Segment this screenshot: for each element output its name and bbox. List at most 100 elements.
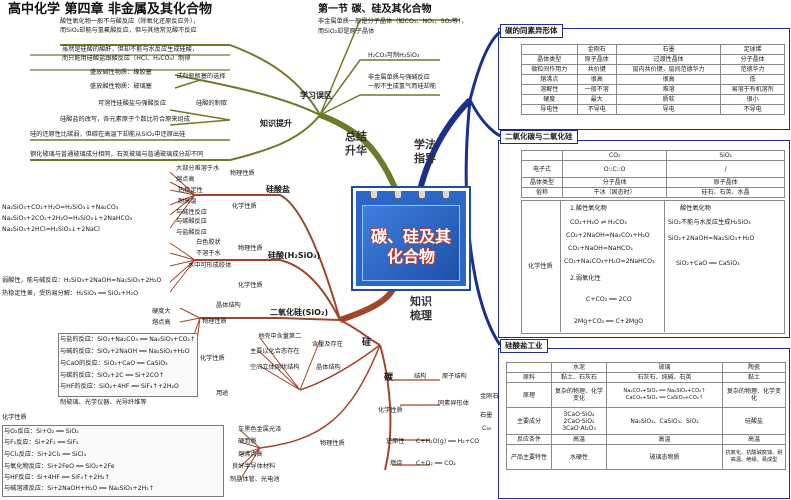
branch-xuefa: 学法指导: [414, 138, 436, 165]
wuqu-note-9: 一般不生成氢气而硅却能: [368, 83, 437, 90]
co2-chem-3: CO₂+2NaOH=Na₂CO₃+H₂O: [566, 232, 650, 239]
olive-sub-7: [174, 74, 201, 89]
sio2-item-1: 晶体结构: [216, 302, 241, 309]
node-eryanghuagui: 二氧化硅(SiO₂): [270, 308, 329, 317]
silicate-cell: 石灰石、纯碱、石英: [606, 372, 723, 383]
gsy-item-6: 与碳酸反应: [176, 218, 207, 225]
gs-item-2: 不溶于水: [196, 250, 221, 257]
allotrope-header: 金刚石: [576, 44, 617, 55]
gsy-eq-1: Na₂SiO₃+CO₂+H₂O=H₂SiO₃↓+Na₂CO₃: [2, 204, 119, 211]
binder-ring: [370, 191, 378, 199]
sio2-item-3: 熔点高: [152, 319, 171, 326]
silicate-cell: 原理: [506, 382, 552, 408]
node-guisuan: 硅酸(H₂SiO₃): [268, 251, 321, 260]
allotrope-header: 足球烯: [720, 44, 785, 55]
silicate-header: 陶瓷: [722, 362, 786, 373]
gs-eq-2: 热稳定性差，受热易分解：H₂SiO₃ ══ SiO₂+H₂O: [2, 290, 138, 297]
allotrope-cell: 微粒间作用力: [521, 64, 578, 75]
page-title: 高中化学 第四章 非金属及其化合物: [8, 2, 213, 17]
tan-yuanzi: 原子结构: [442, 373, 467, 380]
silicate-cell: Na₂CO₃+SiO₂ ══ Na₂SiO₃+CO₂↑ CaCO₃+SiO₂ ═…: [606, 382, 723, 408]
tan-tongsu: 同素异形体: [438, 400, 469, 407]
gui-chem-2: 与F₂反应：Si+2F₂ ══ SiF₄: [4, 439, 79, 446]
allotrope-header: 石墨: [615, 44, 722, 55]
wuqu-note-1: 酸性氧化物一般不与酸反应（除氧化还原反应外），: [60, 18, 200, 25]
tisheng-note-1: 盛放碱性物质：橡胶塞: [90, 69, 152, 76]
silicate-cell: 复杂的物理、化学变化: [722, 382, 786, 408]
sio2-eq-5: 与HF的反应：SiO₂+4HF ══ SiF₄↑+2H₂O: [60, 383, 179, 390]
olive-sub-3: [30, 114, 321, 161]
oxides-cell: O::C::O: [561, 160, 668, 178]
tisheng-note-8: 钢化玻璃与普通玻璃成分相同，石英玻璃与普通玻璃成分却不同: [30, 151, 204, 158]
silicate-table: 水泥 玻璃 陶瓷 原料黏土、石灰石石灰石、纯碱、石英黏土 原理复杂的物理、化学变…: [506, 362, 786, 470]
allotrope-cell: 低: [720, 74, 785, 85]
allotrope-cell: 溶解性: [521, 84, 578, 95]
olive-sub-8: [169, 109, 231, 126]
silicate-cell: 黏土、石灰石: [551, 372, 607, 383]
brown-leaves-2: [169, 242, 196, 293]
tan-ranshao: 燃烧: [390, 460, 403, 467]
tisheng-note-6: 硅酸盐的改写，各元素原子个数比符合原来组成: [60, 116, 190, 123]
allotrope-cell: 不导电: [576, 104, 617, 115]
gui-chem-5: 与HF反应：Si+4HF ══ SiF₄↑+2H₂↑: [4, 474, 110, 481]
card-decoration: [362, 205, 460, 281]
silicate-cell: 高温: [722, 434, 786, 445]
gui-item-2: 主要以化合态存在: [250, 348, 300, 355]
co2-chem-2: CO₂+H₂O ⇌ H₂CO₃: [570, 219, 627, 226]
sio2-chem-4: SiO₂+CaO ══ CaSiO₃: [676, 260, 740, 267]
gui-phys-2: 硬而脆: [238, 438, 257, 445]
gsy-item-7: 与盐酸反应: [176, 229, 207, 236]
oxides-chem-area: [521, 200, 785, 334]
allotrope-cell: 质软: [615, 94, 722, 105]
wuqu-note-3: 虽然是硅酸的酸酐，但却不能与水反应生成硅酸，: [62, 46, 199, 53]
brown-sub-sio2: [200, 317, 341, 321]
sio2-eq-1: 与盐的反应：SiO₂+Na₂CO₃ ══ Na₂SiO₃+CO₂↑: [60, 336, 196, 343]
gsy-item-2: 熔点高: [176, 176, 195, 183]
branch-xuexiwuqu: 学习误区: [300, 91, 332, 100]
oxides-cell: 分子晶体: [561, 177, 668, 188]
silicate-cell: 复杂的物理、化学变化: [551, 382, 607, 408]
silicate-cell: 硅酸盐: [722, 407, 786, 435]
tisheng-note-2: 盛放酸性物质：玻璃塞: [90, 83, 152, 90]
silicate-header: 水泥: [551, 362, 607, 373]
sio2-chem-3: SiO₂+2NaOH=Na₂SiO₃+H₂O: [668, 235, 755, 242]
wuqu-note-6: 而SiO₂却是原子晶体: [318, 28, 375, 35]
gsy-item-3: 热稳定性: [178, 187, 203, 194]
co2-chem-4: CO₂+NaOH=NaHCO₃: [568, 245, 633, 252]
oxides-chem-divider: [664, 200, 665, 332]
wuqu-note-7: H₂CO₃可制H₂SiO₃: [368, 52, 420, 59]
allotrope-cell: 很高: [576, 74, 617, 85]
olive-sub-5: [319, 59, 440, 116]
tan-jingangshi: 金刚石: [480, 393, 499, 400]
sio2-yongtu: 用途: [216, 390, 229, 397]
allotrope-cell: 很小: [720, 94, 785, 105]
allotrope-cell: 一般不溶: [576, 84, 617, 95]
brown-sub-gui: [339, 319, 381, 346]
gui-chem-6: 与碱溶液反应：Si+2NaOH+H₂O ══ Na₂SiO₃+2H₂↑: [4, 485, 154, 492]
oxides-header: SiO₂: [666, 150, 785, 161]
olive-sub-1: [60, 44, 321, 116]
navy-sub-3: [464, 99, 502, 346]
allotrope-cell: 范德华力: [720, 64, 785, 75]
tan-eq-1: C+H₂O(g) ══ H₂+CO: [416, 438, 480, 445]
allotrope-cell: 晶体类型: [521, 54, 578, 65]
gui-phys-1: 灰黑色金属光泽: [238, 426, 282, 433]
co2-chem-7: C+CO₂ ══ 2CO: [586, 296, 632, 303]
olive-sub-6: [319, 94, 440, 116]
gs-huaxue: 化学性质: [238, 282, 263, 289]
wuqu-note-8: 非金属单质与强碱反应: [368, 74, 430, 81]
co2-chem-5: CO₂+Na₂CO₃+H₂O=2NaHCO₃: [564, 258, 655, 265]
oxides-header: [521, 150, 563, 161]
oxides-cell: /: [666, 160, 785, 178]
olive-sub-10: [30, 54, 230, 71]
tisheng-note-4: 可溶性硅酸盐与强酸反应: [98, 100, 167, 107]
brown-branch-line: [339, 283, 398, 323]
brown-leaves-4: [259, 337, 321, 391]
tan-shimo: 石墨: [480, 412, 493, 419]
oxides-cell: 干冰（固态时）: [561, 187, 668, 198]
oxides-header: CO₂: [561, 150, 668, 161]
silicate-cell: 高温: [551, 434, 607, 445]
gui-chem-1: 与O₂反应：Si+O₂ ══ SiO₂: [4, 428, 79, 435]
